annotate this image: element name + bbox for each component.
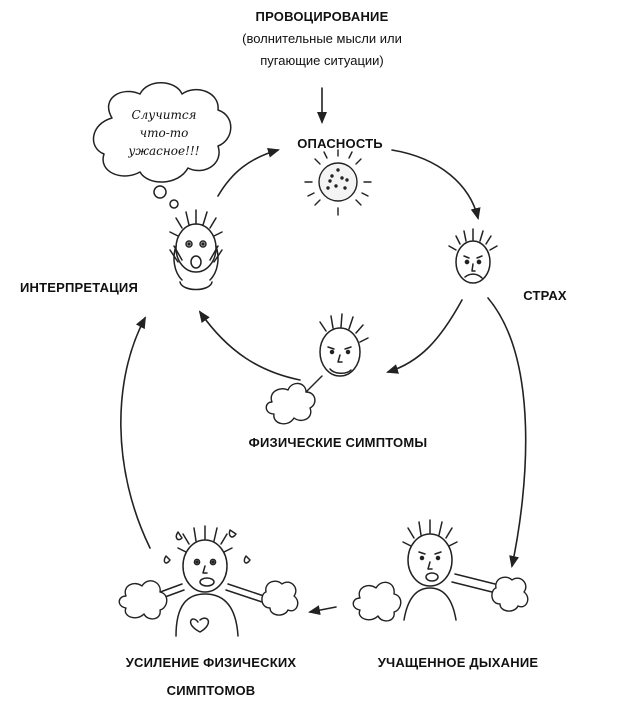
- thought-line-2: что-то: [139, 126, 189, 140]
- arrow-interpretation-to-danger: [217, 147, 280, 197]
- trigger-subtitle-line1: (волнительные мысли или: [242, 31, 402, 46]
- breath-puff-right-icon: [491, 576, 529, 612]
- increase-label-line2: СИМПТОМОВ: [166, 683, 256, 698]
- screaming-face-icon: [169, 209, 223, 291]
- arrow-symptoms-to-interpretation: [198, 310, 301, 381]
- fear-label: СТРАХ: [523, 288, 567, 303]
- rapid-breathing-person-icon: [402, 519, 496, 621]
- arrow-fear-to-breathing: [487, 297, 527, 568]
- breath-puff-left-icon: [352, 581, 402, 622]
- fear-face-icon: [448, 228, 498, 284]
- sweating-face-icon: [319, 313, 369, 377]
- trigger-subtitle-line2: пугающие ситуации): [260, 53, 384, 68]
- increase-label-line1: УСИЛЕНИЕ ФИЗИЧЕСКИХ: [125, 655, 297, 670]
- thought-cloud-text: Случится что-то ужасное!!!: [108, 106, 220, 160]
- danger-sun-icon: [304, 149, 372, 216]
- thought-cloud: [92, 82, 232, 209]
- breath-puff-increase-left-icon: [118, 580, 168, 620]
- arrow-fear-to-symptoms: [386, 299, 463, 374]
- interpretation-label: ИНТЕРПРЕТАЦИЯ: [20, 280, 138, 295]
- thought-line-1: Случится: [131, 108, 197, 122]
- physical-symptoms-label: ФИЗИЧЕСКИЕ СИМПТОМЫ: [248, 435, 428, 450]
- danger-label: ОПАСНОСТЬ: [297, 136, 383, 151]
- trigger-title: ПРОВОЦИРОВАНИЕ: [255, 9, 389, 24]
- thought-line-3: ужасное!!!: [128, 144, 200, 158]
- panicking-person-icon: [143, 525, 265, 637]
- arrow-breathing-to-increase: [308, 605, 337, 616]
- rapid-breathing-label: УЧАЩЕННОЕ ДЫХАНИЕ: [377, 655, 539, 670]
- breath-puff-increase-right-icon: [261, 580, 299, 616]
- arrow-danger-to-fear: [391, 149, 481, 220]
- arrow-increase-to-interpretation: [120, 316, 151, 549]
- breath-puff-icon: [265, 375, 323, 425]
